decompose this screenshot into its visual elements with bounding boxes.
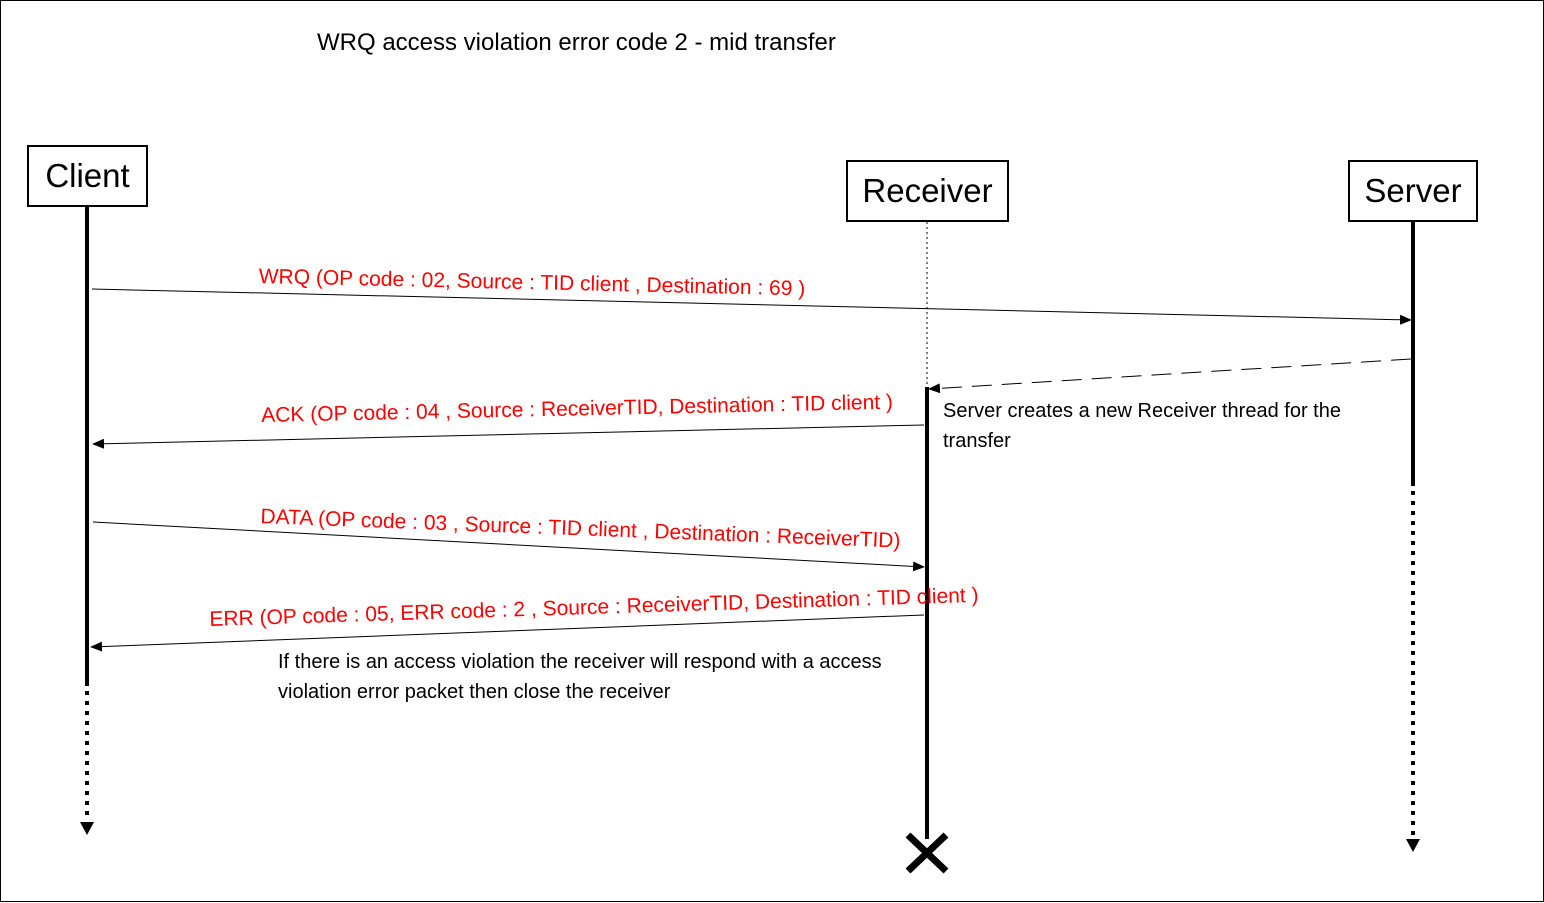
create-receiver-arrow [928, 358, 1412, 394]
access-violation-note: If there is an access violation the rece… [278, 651, 882, 703]
receiver-destroy-icon [905, 832, 949, 874]
ack-arrow [92, 424, 925, 449]
actor-client-label: Client [45, 157, 130, 194]
client-lifeline-arrow-icon [80, 822, 94, 835]
data-arrow [92, 521, 925, 572]
diagram-title: WRQ access violation error code 2 - mid … [317, 29, 836, 56]
actor-receiver-label: Receiver [862, 172, 993, 209]
actor-receiver: Receiver [846, 160, 1009, 222]
actor-client: Client [27, 145, 148, 207]
actor-server-label: Server [1364, 172, 1462, 209]
wrq-arrow [91, 288, 1412, 325]
err-arrow [90, 614, 925, 652]
actor-server: Server [1348, 160, 1478, 222]
server-creates-receiver-note: Server creates a new Receiver thread for… [943, 400, 1341, 452]
server-lifeline-arrow-icon [1406, 839, 1420, 852]
